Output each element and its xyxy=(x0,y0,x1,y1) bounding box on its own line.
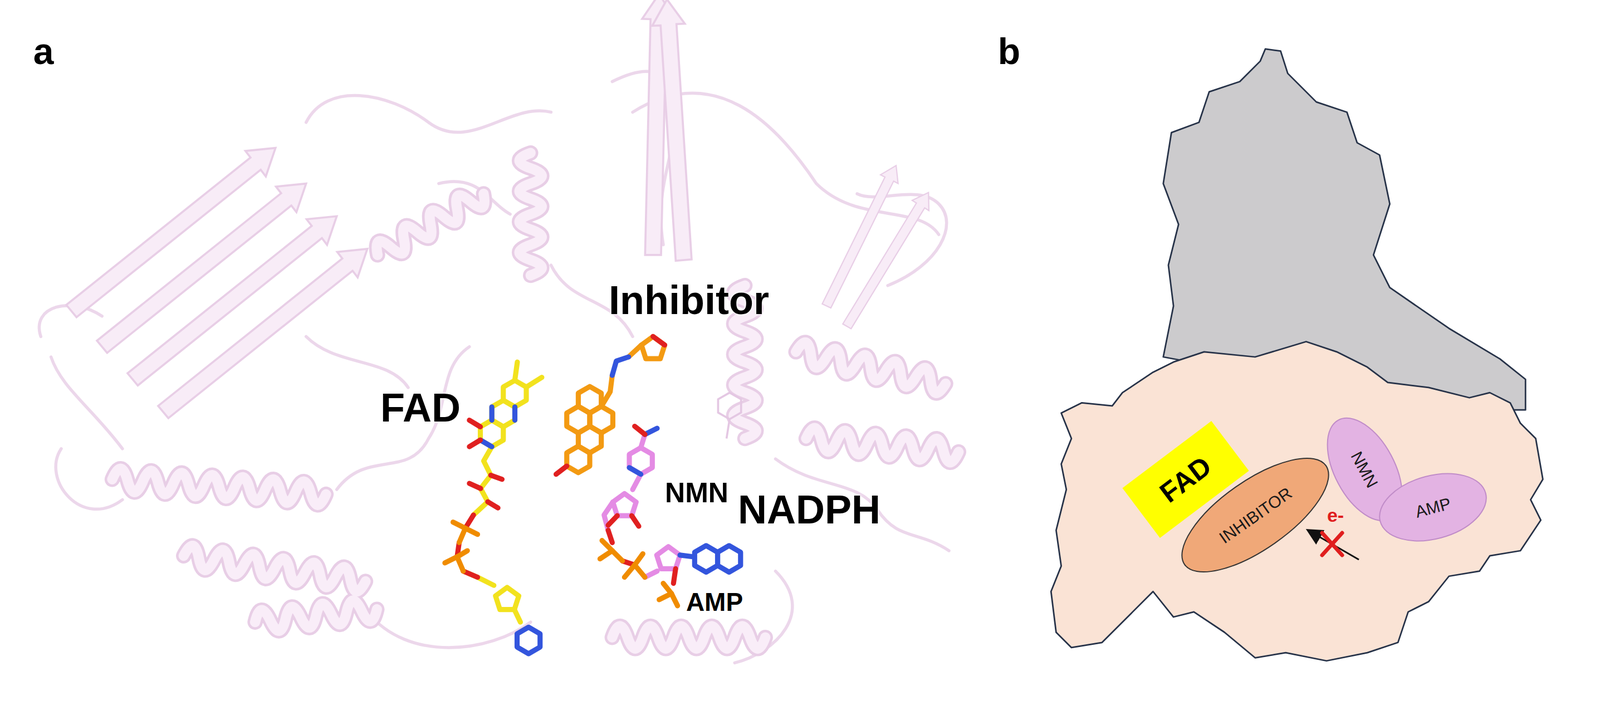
ligand-label: Inhibitor xyxy=(608,278,770,323)
inhibitor-sticks xyxy=(556,336,665,474)
protein-ribbon xyxy=(38,0,963,663)
nadph-sticks xyxy=(599,426,741,606)
ligand-label: FAD xyxy=(380,385,461,430)
panel-letter: a xyxy=(33,31,55,72)
blocked-cross xyxy=(1322,532,1343,556)
electron-label: e- xyxy=(1327,505,1344,526)
ligand-label: NADPH xyxy=(737,487,881,532)
ligand-label: NMN xyxy=(664,477,729,509)
peach-domain xyxy=(1050,341,1543,662)
panel-letter: b xyxy=(997,31,1021,72)
electron-arrow xyxy=(1308,530,1359,560)
ligand-label: AMP xyxy=(686,588,743,617)
side-chain xyxy=(717,392,741,439)
